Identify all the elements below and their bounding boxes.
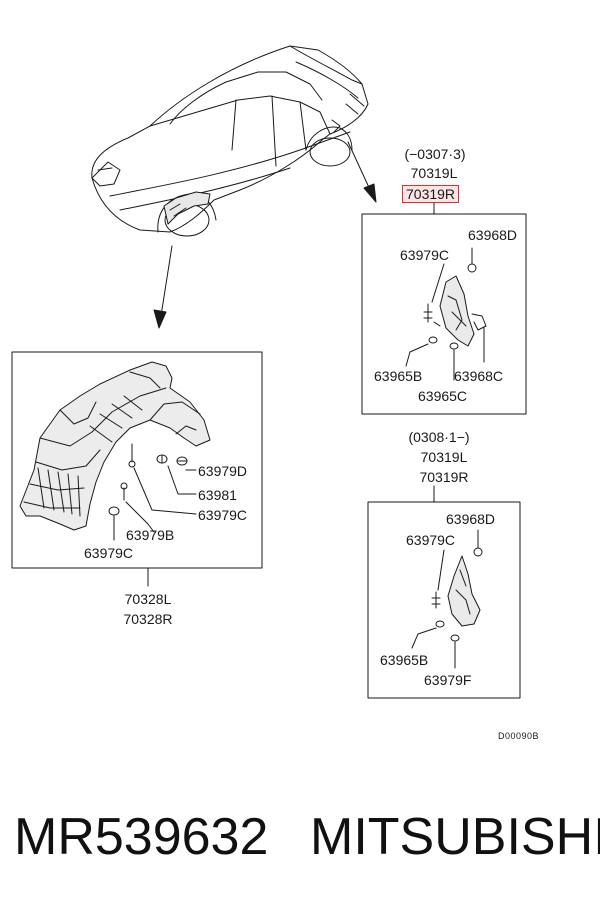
fastener-63979b (120, 482, 128, 501)
callout-63968c-upper: 63968C (454, 368, 504, 384)
callout-63968d-upper: 63968D (468, 227, 518, 243)
lower-right-panel-frame (367, 501, 521, 699)
callout-63979f-lower: 63979F (424, 672, 472, 688)
diagram-code: D00090B (498, 731, 540, 741)
callout-63979c-lower: 63979C (84, 545, 134, 561)
callout-63965c-upper: 63965C (418, 388, 468, 404)
footer: MR539632 MITSUBISHI (0, 806, 600, 876)
arrow-to-front-liner (153, 245, 173, 329)
callout-63968d-lower: 63968D (446, 511, 496, 527)
front-fender-liner (19, 361, 211, 531)
date-range-upper: (−0307·3) (404, 146, 466, 162)
part-70328r: 70328R (123, 611, 173, 627)
part-70319r-lower: 70319R (419, 469, 469, 485)
callout-63979b: 63979B (126, 527, 175, 543)
arrow-to-rear-mudguard (347, 141, 377, 203)
upper-right-panel-frame (361, 213, 527, 415)
footer-part-number: MR539632 (14, 808, 269, 866)
left-panel-frame (11, 351, 263, 569)
footer-brand: MITSUBISHI (310, 808, 600, 866)
diagram-drawing (11, 45, 527, 699)
callout-63965b-lower: 63965B (380, 652, 429, 668)
fastener-63979c-lower (108, 506, 120, 516)
fastener-63979c-upper (176, 456, 188, 466)
part-70319l-upper: 70319L (410, 165, 458, 181)
callout-63965b-upper: 63965B (374, 368, 423, 384)
mudguard-upper (439, 275, 487, 347)
callout-63979c-lower-panel: 63979C (406, 532, 456, 548)
date-range-lower: (0308·1−) (408, 429, 470, 445)
callout-63979c: 63979C (198, 507, 248, 523)
fastener-63981 (156, 454, 168, 464)
part-70319l-lower: 70319L (420, 449, 468, 465)
callout-63981: 63981 (198, 487, 237, 503)
lower-fasteners (431, 547, 483, 642)
part-70319r-highlighted: 70319R (402, 185, 460, 203)
fastener-63979d (128, 443, 136, 468)
car-illustration (91, 45, 369, 237)
mudguard-lower (447, 555, 481, 627)
callout-63979c-upper: 63979C (400, 247, 450, 263)
part-70328l: 70328L (124, 591, 172, 607)
callout-63979d: 63979D (198, 463, 248, 479)
